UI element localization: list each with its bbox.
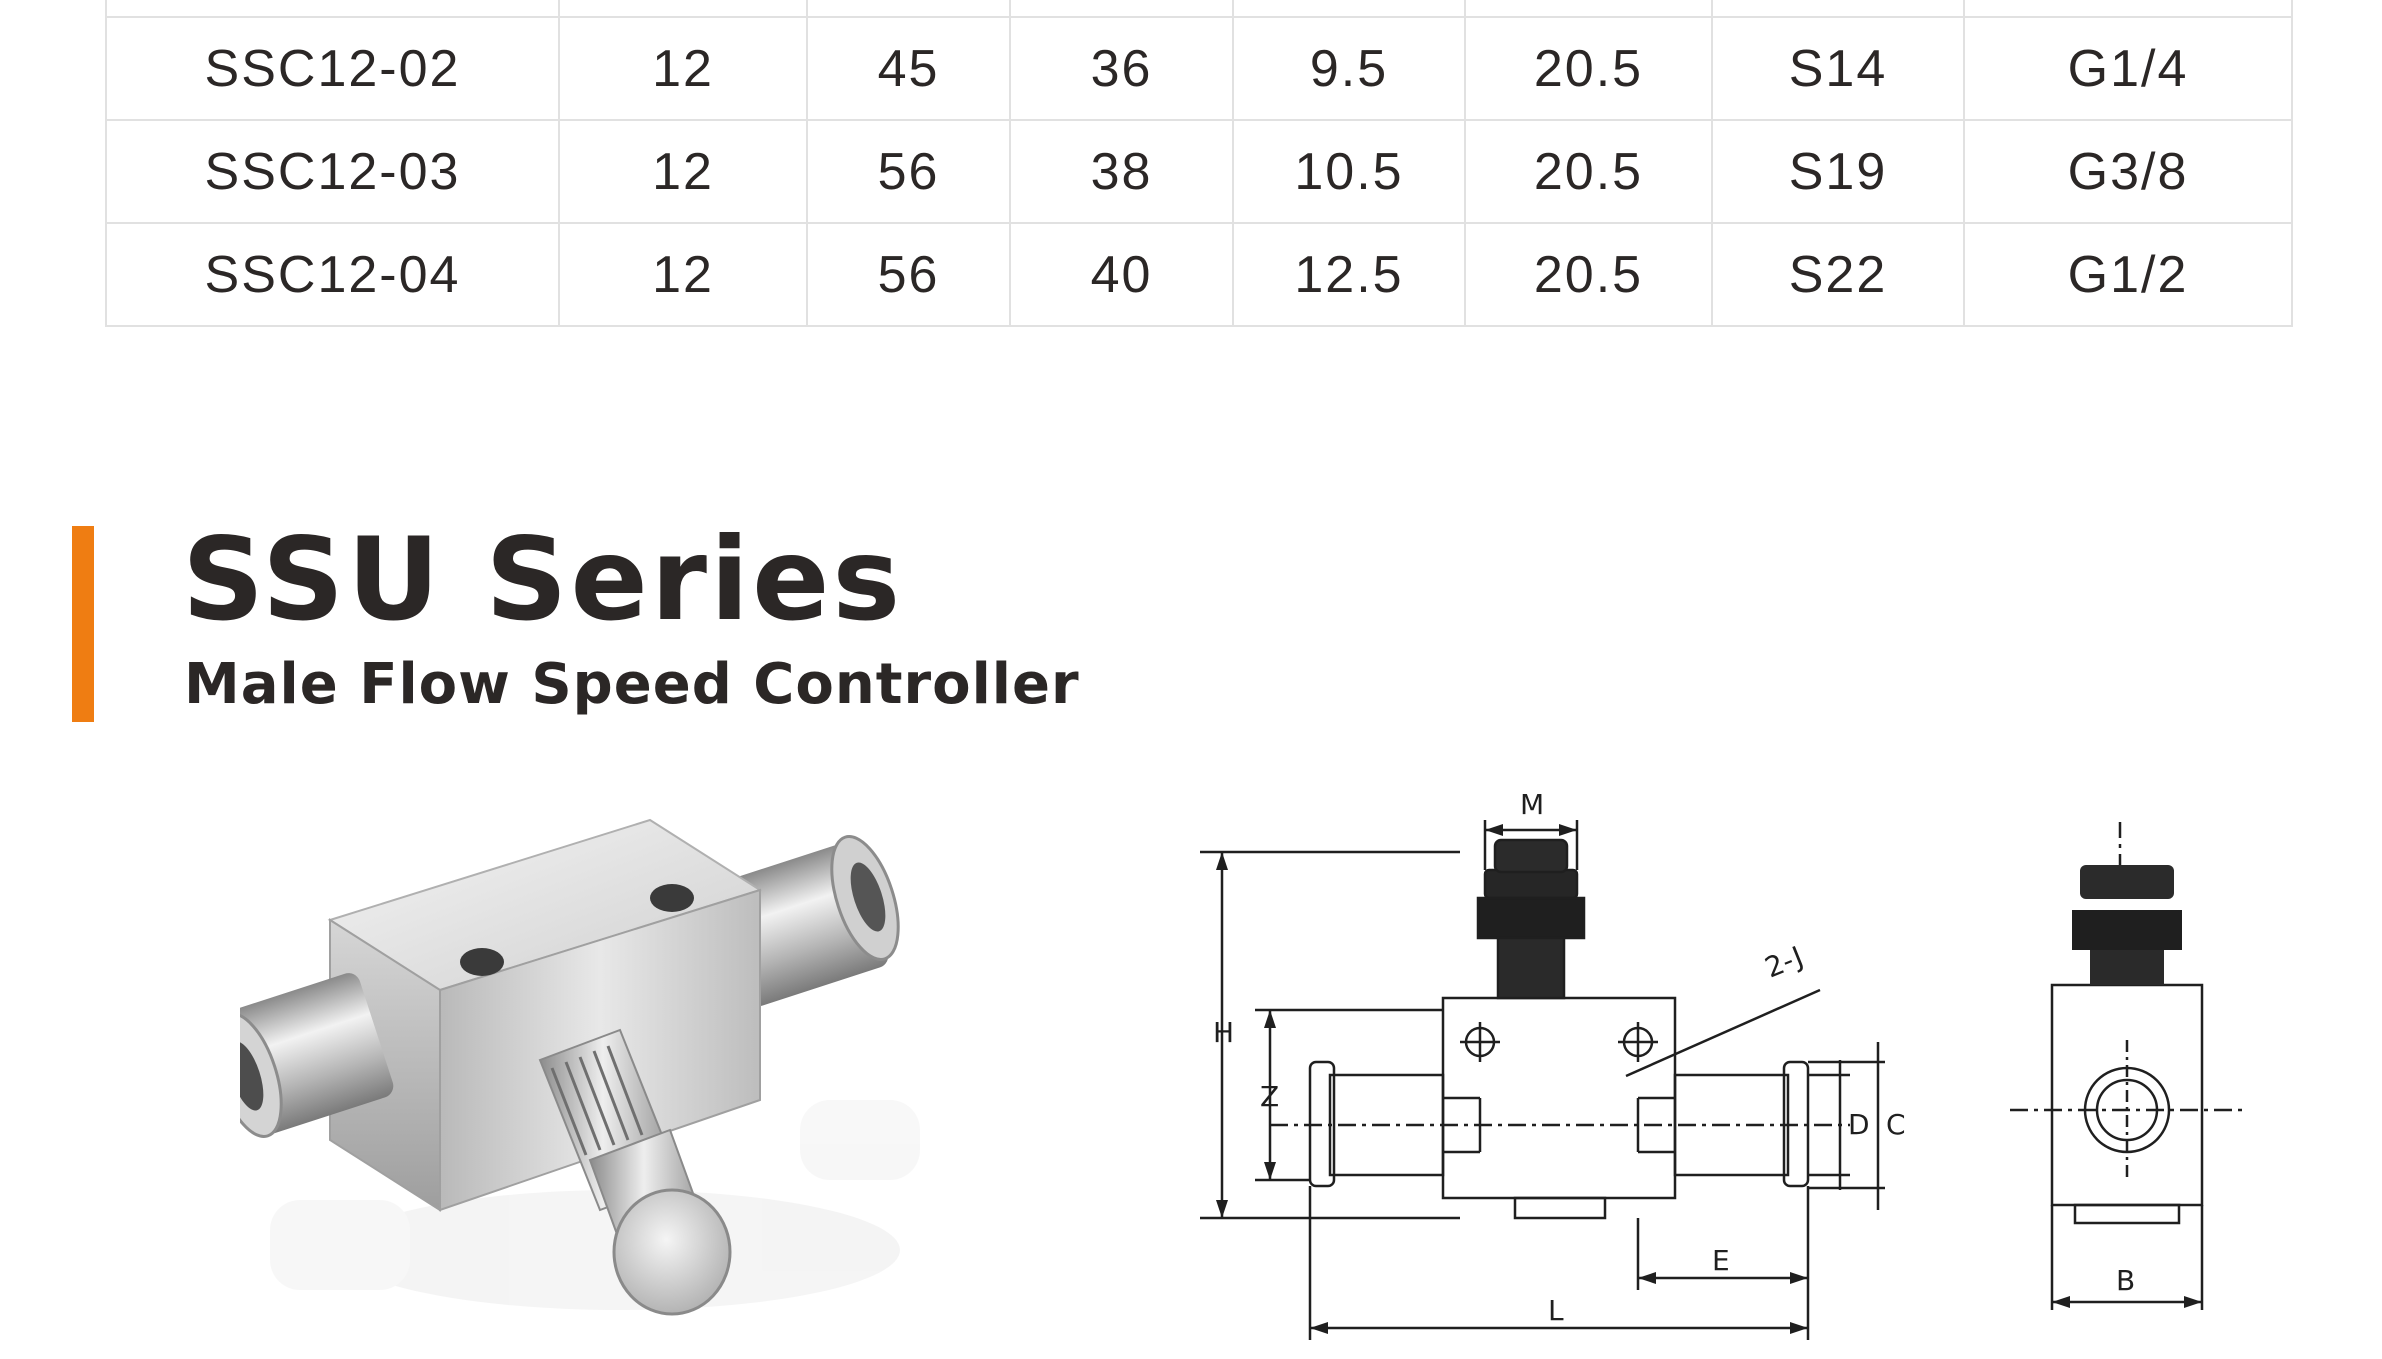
table-cell: G1/2: [1963, 222, 2293, 327]
dim-label-h: H: [1213, 1016, 1234, 1049]
dim-label-2j: 2-J: [1760, 940, 1807, 985]
table-cell-model: SSC12-02: [105, 16, 560, 121]
table-cell: 40: [1009, 222, 1234, 327]
knob-knurl: [1476, 896, 1586, 940]
side-knob-knurl: [2072, 910, 2182, 950]
table-cell: 12.5: [1232, 222, 1466, 327]
dim-label-c: C: [1886, 1108, 1906, 1141]
valve-body: [327, 818, 763, 1212]
table-cell: 56: [806, 119, 1011, 224]
table-cell: 56: [806, 222, 1011, 327]
table-cell: 9.5: [1232, 16, 1466, 121]
series-title: SSU Series: [182, 513, 904, 646]
left-tube-fitting: [240, 973, 394, 1138]
table-cell: G3/8: [1963, 119, 2293, 224]
knob-cap: [1483, 868, 1579, 900]
knob-stem: [1496, 936, 1566, 1000]
bottom-port: [1513, 1196, 1607, 1220]
table-cell: 45: [806, 16, 1011, 121]
dim-label-b: B: [2116, 1264, 2135, 1297]
series-subtitle: Male Flow Speed Controller: [184, 652, 1080, 717]
side-knob-top: [2080, 865, 2174, 899]
table-cell: 12: [558, 119, 808, 224]
product-photo: [240, 818, 920, 1316]
side-bottom-port: [2073, 1203, 2181, 1225]
table-cell: 20.5: [1464, 119, 1713, 224]
table-cell-model: SSC12-04: [105, 222, 560, 327]
knob-top: [1493, 838, 1569, 874]
table-row: SSC12-02 12 45 36 9.5 20.5 S14 G1/4: [105, 16, 2293, 121]
table-cell: 12: [558, 222, 808, 327]
table-row: SSC12-03 12 56 38 10.5 20.5 S19 G3/8: [105, 119, 2293, 224]
table-row: SSC12-04 12 56 40 12.5 20.5 S22 G1/2: [105, 222, 2293, 327]
table-cell: S14: [1711, 16, 1965, 121]
table-row-cropped: [105, 0, 2293, 18]
table-cell: 10.5: [1232, 119, 1466, 224]
table-cell: S19: [1711, 119, 1965, 224]
table-cell: 38: [1009, 119, 1234, 224]
table-cell: G1/4: [1963, 16, 2293, 121]
table-cell: 20.5: [1464, 16, 1713, 121]
dim-label-d: D: [1848, 1108, 1870, 1141]
table-cell: 36: [1009, 16, 1234, 121]
dim-label-z: Z: [1260, 1080, 1279, 1113]
table-cell: 20.5: [1464, 222, 1713, 327]
section-accent-bar: [72, 526, 94, 722]
side-knob-stem: [2090, 950, 2164, 985]
dim-label-e: E: [1712, 1244, 1730, 1277]
dim-label-l: L: [1548, 1294, 1564, 1327]
table-cell: 12: [558, 16, 808, 121]
dim-label-m: M: [1520, 788, 1544, 821]
spec-table: SSC12-02 12 45 36 9.5 20.5 S14 G1/4 SSC1…: [105, 0, 2293, 327]
adjusting-knob: [538, 1028, 732, 1316]
dimension-drawing-side-view: B: [2010, 822, 2244, 1310]
dimension-drawing-front-view: H Z M 2-J D C E L: [1200, 788, 1906, 1340]
table-cell-model: SSC12-03: [105, 119, 560, 224]
table-cell: S22: [1711, 222, 1965, 327]
